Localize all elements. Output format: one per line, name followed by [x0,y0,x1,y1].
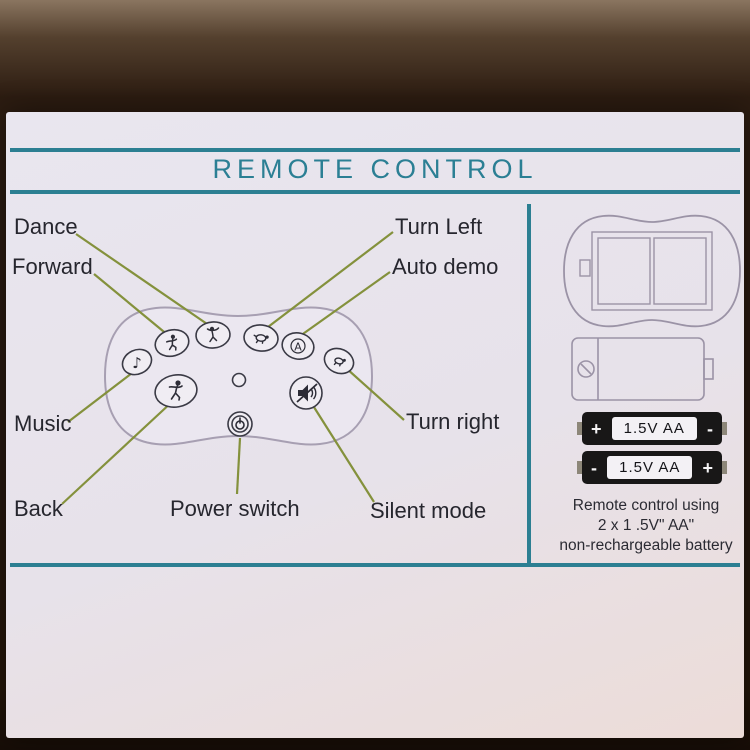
turn-left-icon [253,334,269,344]
battery-compartment-outline [563,214,741,328]
battery-note: Remote control using 2 x 1 .5V" AA" non-… [546,496,746,556]
silent-speaker-icon [296,383,318,403]
leader-line-auto-demo [299,271,391,337]
power-icon [235,417,245,430]
remote-diagram: ♪ A [61,214,741,505]
label-turn-left: Turn Left [395,214,483,239]
turn-left-button [243,324,279,352]
battery-slots [579,231,713,311]
label-power-switch: Power switch [170,496,300,521]
remote-buttons [121,321,355,437]
compartment-clip [579,259,591,277]
label-dance: Dance [14,214,78,239]
vertical-divider [527,204,531,563]
label-silent-mode: Silent mode [370,498,487,523]
label-back: Back [14,496,63,521]
leader-line-dance [75,233,211,327]
bottom-rule [10,563,740,567]
leader-line-turn-right [345,367,405,421]
turn-right-button [323,347,355,375]
music-note-icon: ♪ [132,354,142,372]
leader-line-silent-mode [311,403,375,503]
battery-note-line3: non-rechargeable battery [559,537,733,554]
under-title-rule [10,190,740,194]
battery1-left-terminal: + [591,418,602,439]
label-music: Music [14,411,72,436]
leader-line-back [61,399,175,505]
cover-screw-icon [577,360,595,378]
battery-note-line2: 2 x 1 .5V" AA" [597,517,695,534]
auto-demo-icon: A [290,338,306,354]
power-button-inner [231,415,249,433]
auto-demo-letter: A [294,341,302,354]
back-icon [168,380,183,401]
leader-line-turn-left [267,231,394,328]
leader-line-forward [93,273,170,337]
auto-demo-button [281,332,315,360]
label-forward: Forward [12,254,93,279]
battery2-label: 1.5V AA [607,456,693,479]
music-button [121,348,153,376]
turn-right-icon [333,357,346,367]
battery-cover [571,337,714,401]
label-auto-demo: Auto demo [392,254,499,279]
battery1-right-terminal: - [706,418,713,439]
leader-line-music [67,369,137,423]
leader-lines [61,231,405,505]
battery-cell-1: + 1.5V AA - [577,412,727,445]
cover-tab [703,358,714,380]
instruction-page: REMOTE CONTROL [6,112,744,738]
battery2-right-terminal: + [702,457,713,478]
battery-note-line1: Remote control using [572,497,720,514]
page-title: REMOTE CONTROL [212,154,538,184]
dance-icon [206,326,220,343]
battery-cell-2: - 1.5V AA + [577,451,727,484]
center-dot [231,372,247,388]
battery1-label: 1.5V AA [611,417,697,440]
top-rule [10,148,740,152]
leader-line-power-switch [235,437,242,495]
battery2-left-terminal: - [591,457,597,478]
forward-icon [165,334,178,351]
label-turn-right: Turn right [406,409,500,434]
